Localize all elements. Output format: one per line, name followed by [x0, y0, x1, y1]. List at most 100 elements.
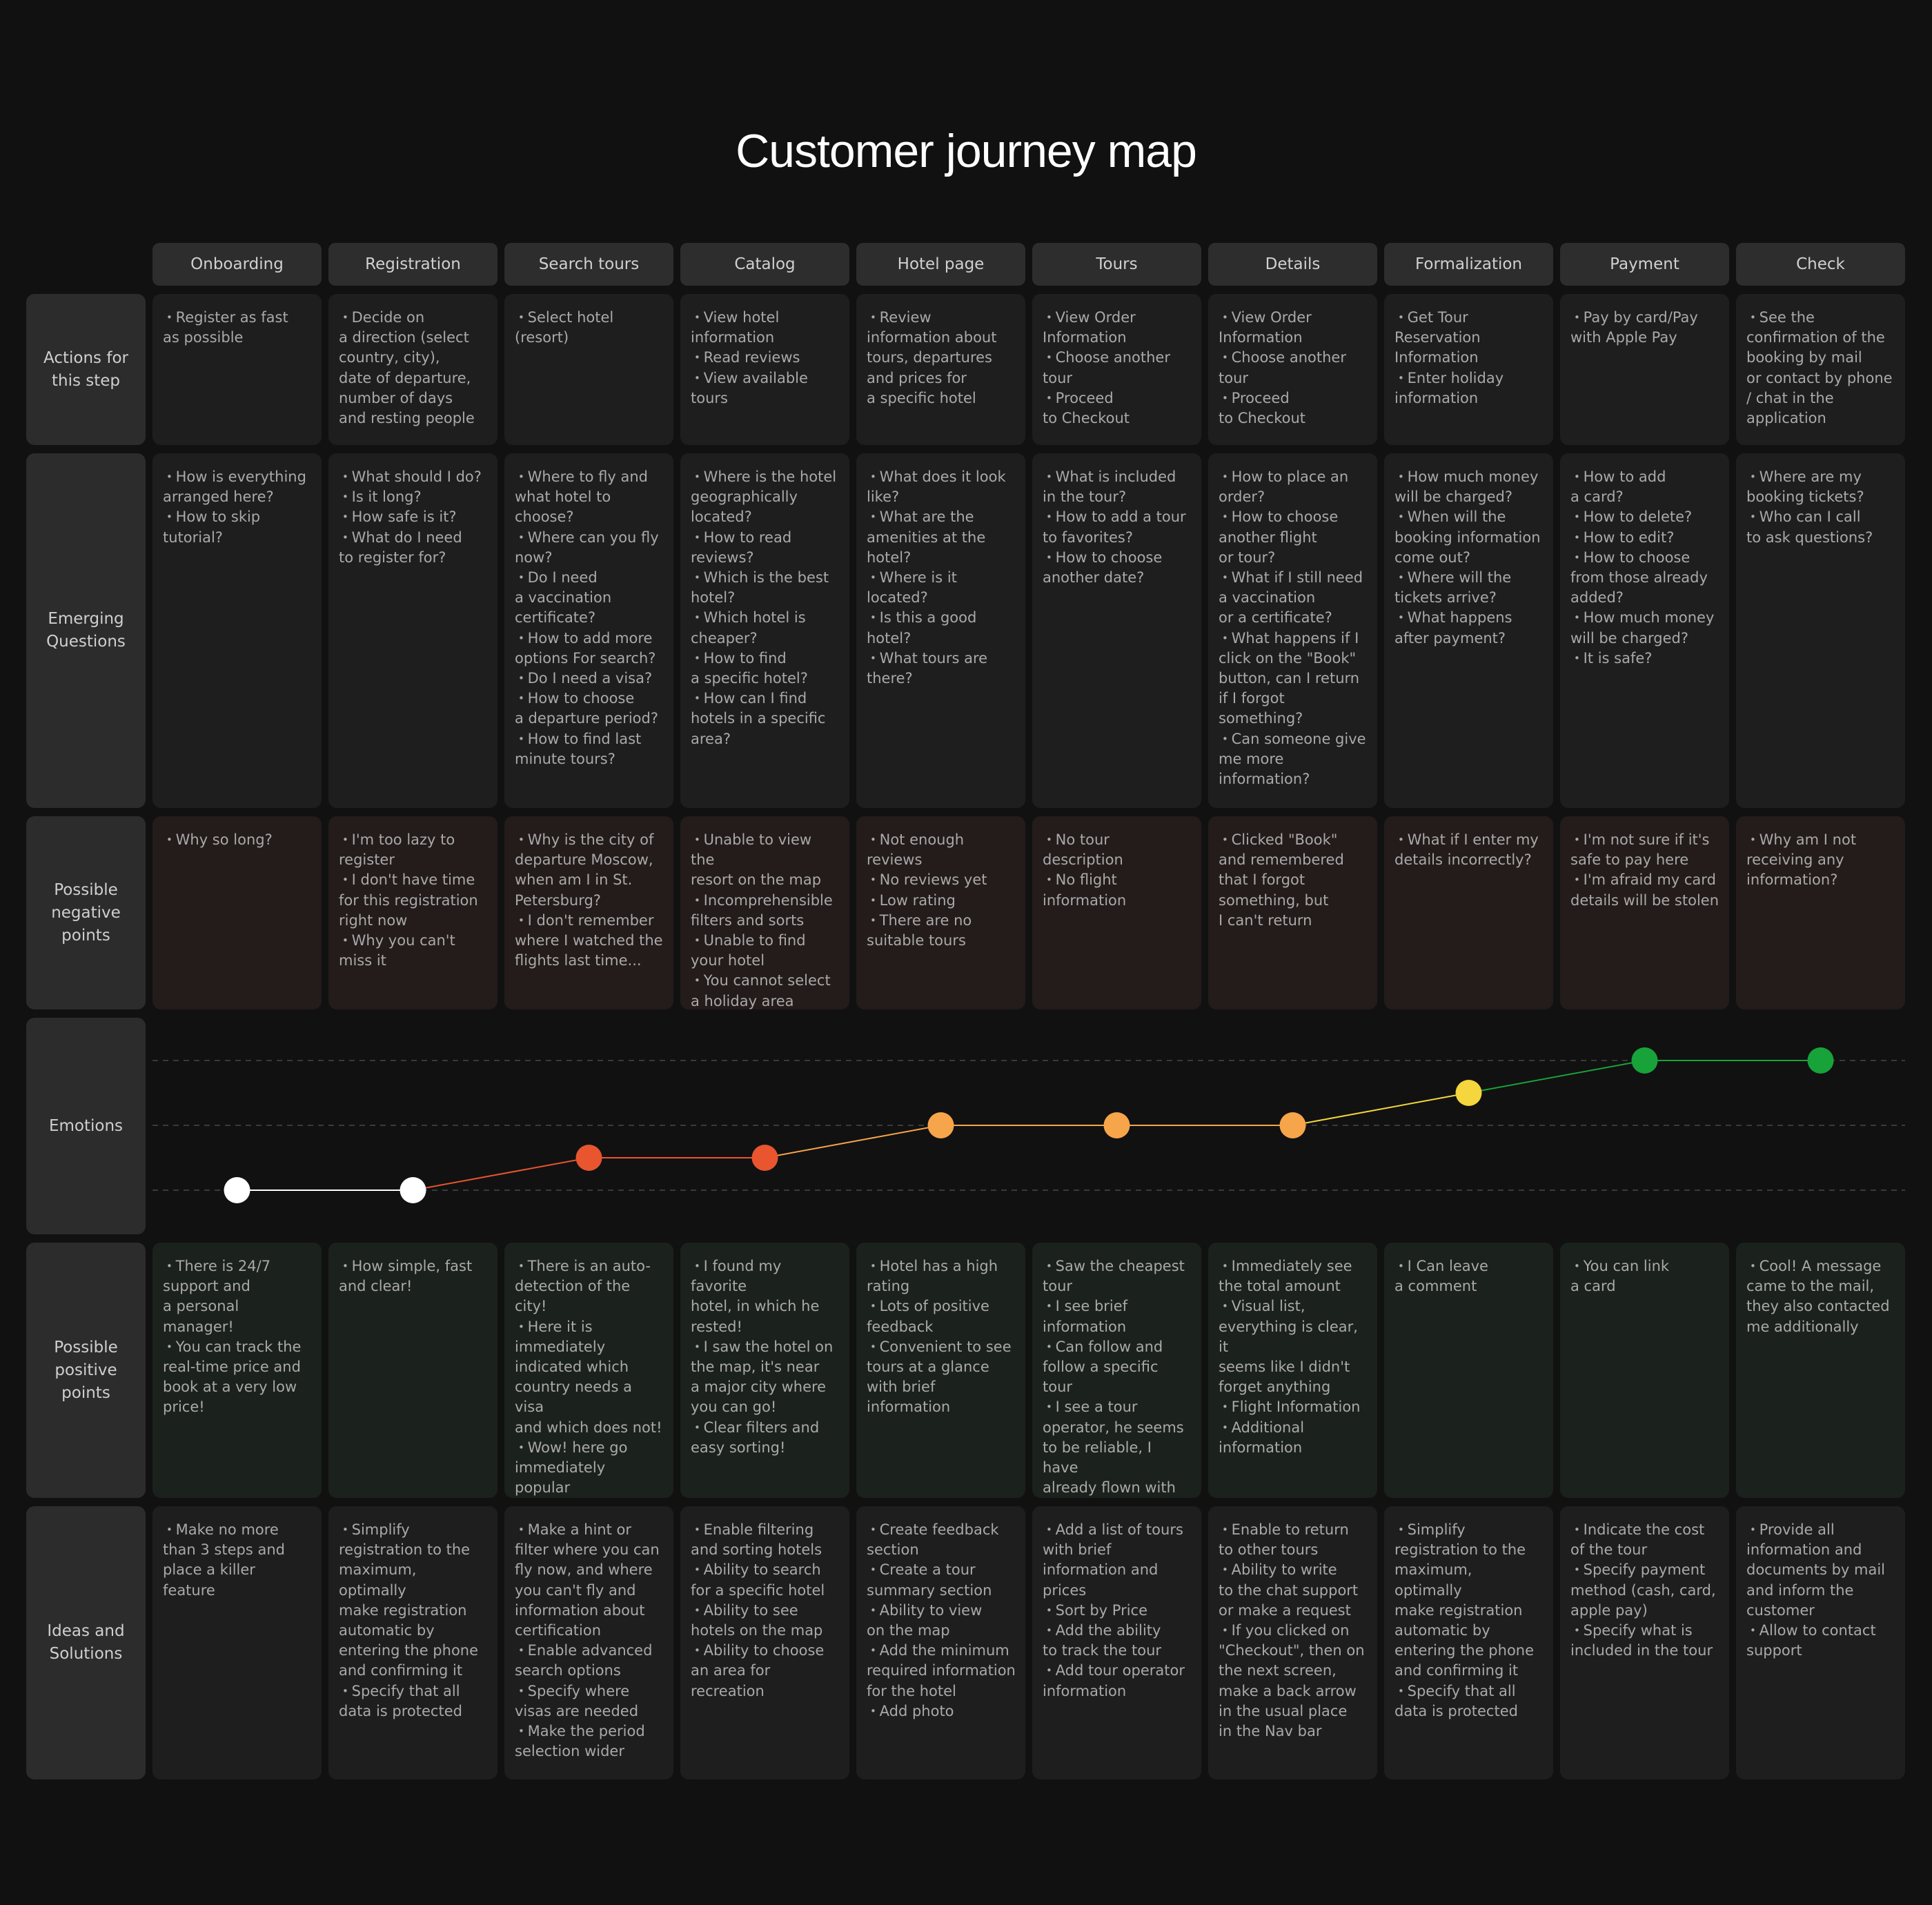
positive-item: You can track the real-time price and bo… [163, 1337, 312, 1418]
ideas-item: Simplify registration to the maximum, op… [1394, 1520, 1544, 1681]
ideas-item: Add the minimum required information for… [867, 1641, 1016, 1701]
questions-cell: Where are my booking tickets?Who can I c… [1736, 453, 1905, 808]
negative-item: I'm not sure if it's safe to pay here [1570, 830, 1719, 870]
negative-list: Why so long? [163, 830, 312, 850]
negative-cell: Why is the city of departure Moscow, whe… [504, 816, 673, 1009]
ideas-item: Specify that all data is protected [339, 1681, 488, 1721]
positive-list: How simple, fast and clear! [339, 1256, 488, 1296]
positive-item: Here it is immediately indicated which c… [515, 1317, 664, 1438]
actions-item: View Order Information [1043, 308, 1192, 348]
negative-cell: Not enough reviewsNo reviews yetLow rati… [856, 816, 1025, 1009]
questions-item: Which hotel is cheaper? [691, 608, 840, 648]
questions-item: It is safe? [1570, 649, 1719, 669]
questions-item: What should I do? [339, 467, 488, 487]
negative-item: Low rating [867, 891, 1016, 911]
ideas-item: Add the ability to track the tour [1043, 1621, 1192, 1661]
ideas-item: Add a list of tours with brief informati… [1043, 1520, 1192, 1601]
negative-list: Why is the city of departure Moscow, whe… [515, 830, 664, 971]
negative-cell: I'm not sure if it's safe to pay hereI'm… [1560, 816, 1729, 1009]
negative-item: Why so long? [163, 830, 312, 850]
questions-cell: How much money will be charged?When will… [1384, 453, 1553, 808]
positive-item: There is 24/7 support and a personal man… [163, 1256, 312, 1337]
questions-item: Where can you fly now? [515, 528, 664, 568]
questions-item: How to find a specific hotel? [691, 649, 840, 689]
actions-cell: View Order InformationChoose another tou… [1032, 294, 1201, 445]
negative-list: Unable to view the resort on the mapInco… [691, 830, 840, 1009]
questions-item: Where are my booking tickets? [1746, 467, 1895, 507]
negative-item: Not enough reviews [867, 830, 1016, 870]
ideas-cell: Enable filtering and sorting hotelsAbili… [680, 1506, 849, 1779]
ideas-item: Enable filtering and sorting hotels [691, 1520, 840, 1560]
questions-cell: What does it look like?What are the amen… [856, 453, 1025, 808]
ideas-list: Add a list of tours with brief informati… [1043, 1520, 1192, 1701]
ideas-item: Ability to write to the chat support or … [1219, 1560, 1368, 1621]
questions-list: How to add a card?How to delete?How to e… [1570, 467, 1719, 669]
row-label-text: Emerging Questions [46, 610, 126, 651]
emotion-point [1631, 1047, 1658, 1074]
negative-item: Clicked "Book" and remembered that I for… [1219, 830, 1368, 931]
negative-item: I'm too lazy to register [339, 830, 488, 870]
questions-item: Where is it located? [867, 568, 1016, 608]
row-label-actions: Actions for this step [26, 294, 146, 445]
positive-item: Hotel has a high rating [867, 1256, 1016, 1296]
negative-item: What if I enter my details incorrectly? [1394, 830, 1544, 870]
actions-item: Proceed to Checkout [1043, 388, 1192, 428]
ideas-cell: Provide all information and documents by… [1736, 1506, 1905, 1779]
positive-item: Cool! A message came to the mail, they a… [1746, 1256, 1895, 1337]
positive-item: Clear filters and easy sorting! [691, 1418, 840, 1458]
ideas-list: Make a hint or filter where you can fly … [515, 1520, 664, 1761]
ideas-list: Simplify registration to the maximum, op… [1394, 1520, 1544, 1721]
questions-cell: Where is the hotel geographically locate… [680, 453, 849, 808]
stage-header: Details [1208, 243, 1377, 286]
actions-item: Register as fast as possible [163, 308, 312, 348]
questions-cell: Where to fly and what hotel to choose?Wh… [504, 453, 673, 808]
actions-list: Decide on a direction (select country, c… [339, 308, 488, 428]
actions-list: View Order InformationChoose another tou… [1043, 308, 1192, 428]
negative-item: No flight information [1043, 870, 1192, 910]
negative-item: No reviews yet [867, 870, 1016, 890]
questions-item: What if I still need a vaccination or a … [1219, 568, 1368, 629]
questions-item: How to place an order? [1219, 467, 1368, 507]
emotion-point [575, 1145, 602, 1171]
questions-list: What should I do?Is it long?How safe is … [339, 467, 488, 568]
negative-list: I'm too lazy to registerI don't have tim… [339, 830, 488, 971]
actions-list: View hotel informationRead reviewsView a… [691, 308, 840, 408]
emotion-curve [152, 1047, 1905, 1203]
questions-item: When will the booking information come o… [1394, 507, 1544, 568]
row-label-positive: Possible positive points [26, 1243, 146, 1498]
positive-list: There is an auto- detection of the city!… [515, 1256, 664, 1498]
positive-cell: There is 24/7 support and a personal man… [152, 1243, 322, 1498]
questions-item: How to choose a departure period? [515, 689, 664, 729]
stage-header: Payment [1560, 243, 1729, 286]
positive-list: Saw the cheapest tourI see brief informa… [1043, 1256, 1192, 1498]
ideas-item: Ability to view on the map [867, 1601, 1016, 1641]
negative-cell: Why am I not receiving any information? [1736, 816, 1905, 1009]
questions-item: What tours are there? [867, 649, 1016, 689]
actions-item: Choose another tour [1219, 348, 1368, 388]
actions-item: Select hotel (resort) [515, 308, 664, 348]
negative-cell: Unable to view the resort on the mapInco… [680, 816, 849, 1009]
actions-item: View available tours [691, 368, 840, 408]
positive-item: Wow! here go immediately popular directi… [515, 1438, 664, 1498]
negative-list: No tour descriptionNo flight information [1043, 830, 1192, 911]
row-label-text: Actions for this step [43, 348, 128, 390]
negative-list: Clicked "Book" and remembered that I for… [1219, 830, 1368, 931]
questions-item: How to skip tutorial? [163, 507, 312, 547]
positive-cell: Saw the cheapest tourI see brief informa… [1032, 1243, 1201, 1498]
ideas-item: Create a tour summary section [867, 1560, 1016, 1600]
negative-item: I don't remember where I watched the fli… [515, 911, 664, 971]
positive-item: Saw the cheapest tour [1043, 1256, 1192, 1296]
questions-list: How to place an order?How to choose anot… [1219, 467, 1368, 789]
ideas-cell: Enable to return to other toursAbility t… [1208, 1506, 1377, 1779]
row-label-text: Possible negative points [51, 880, 121, 945]
emotion-point [751, 1145, 778, 1171]
negative-item: Unable to find your hotel [691, 931, 840, 971]
row-label-text: Emotions [48, 1116, 124, 1135]
ideas-list: Enable to return to other toursAbility t… [1219, 1520, 1368, 1741]
positive-cell: I Can leave a comment [1384, 1243, 1553, 1498]
questions-list: Where are my booking tickets?Who can I c… [1746, 467, 1895, 548]
page-title: Customer journey map [736, 125, 1197, 177]
questions-cell: How to place an order?How to choose anot… [1208, 453, 1377, 808]
row-label-negative: Possible negative points [26, 816, 146, 1009]
ideas-cell: Simplify registration to the maximum, op… [1384, 1506, 1553, 1779]
